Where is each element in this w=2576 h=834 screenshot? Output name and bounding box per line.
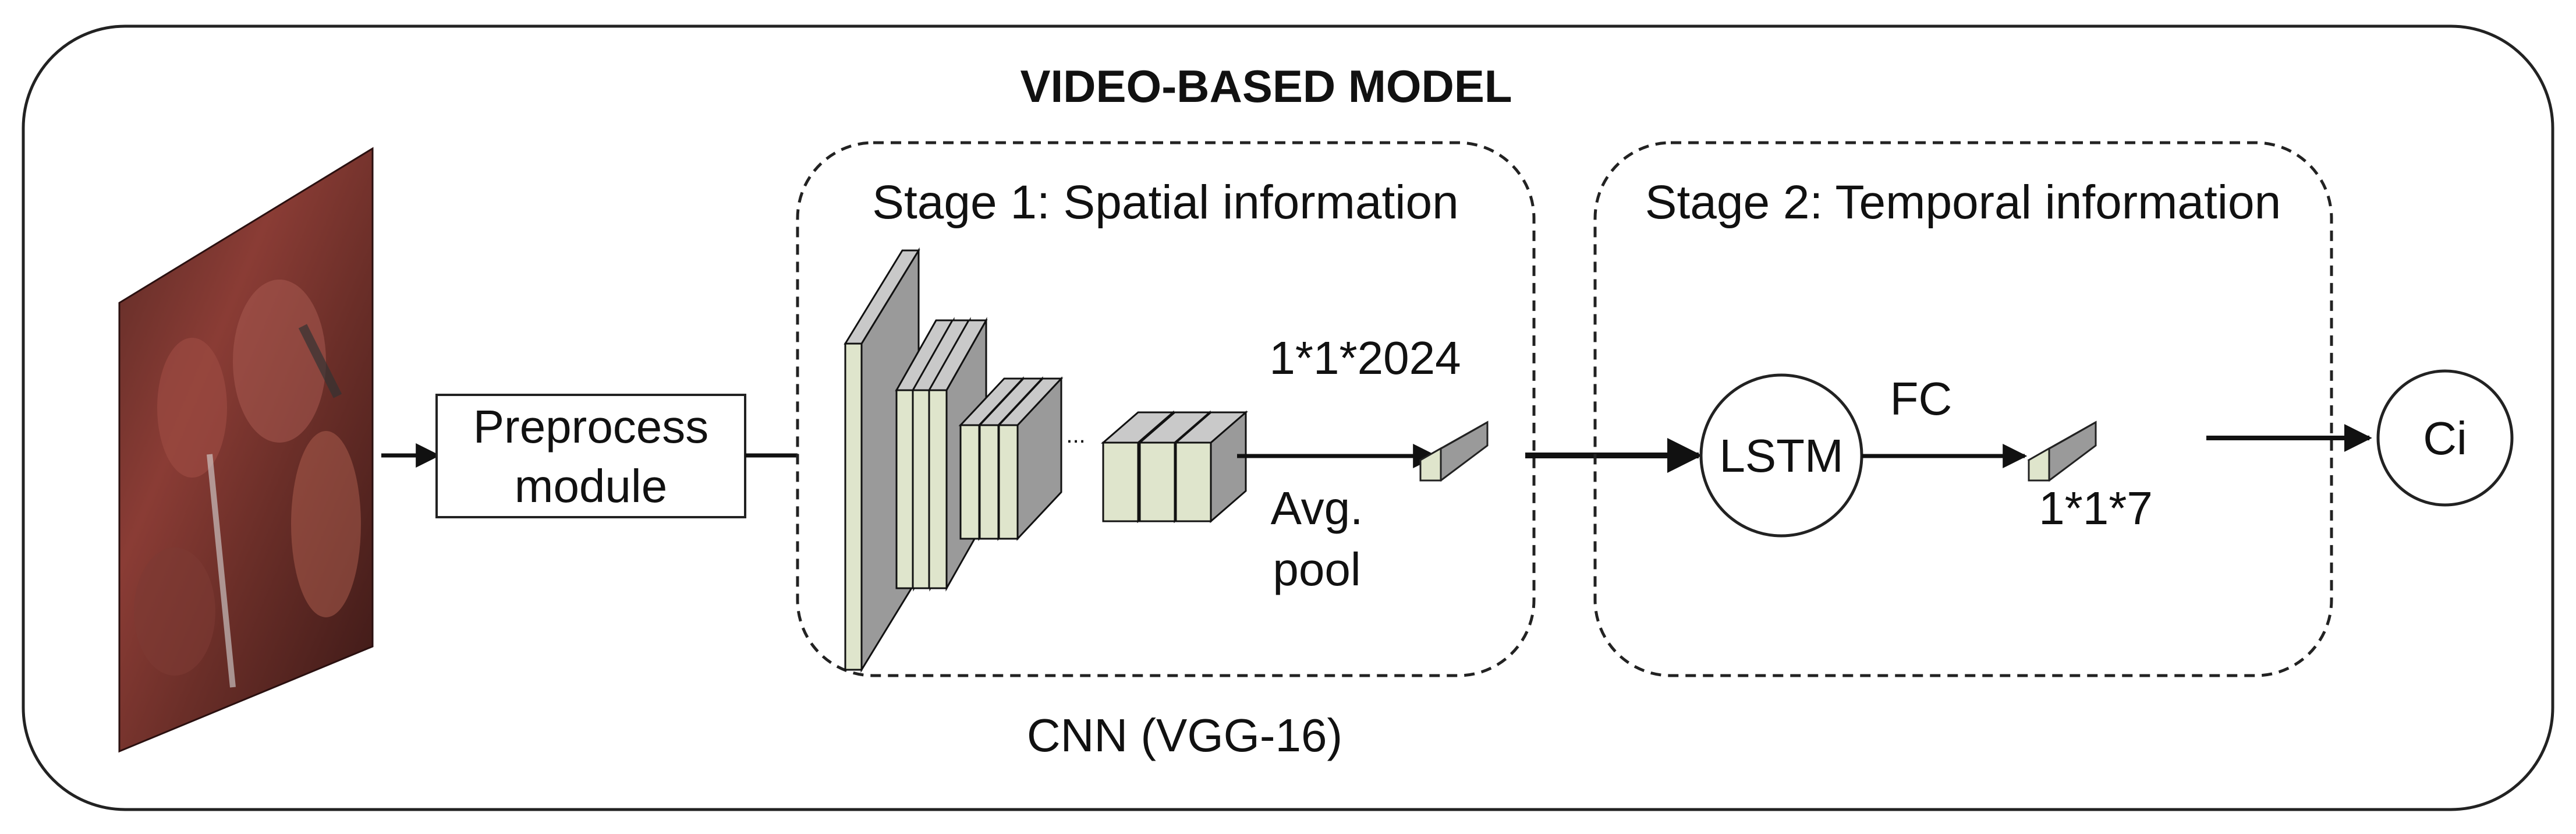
preprocess-module: Preprocess module: [435, 394, 746, 518]
cnn-layers: [844, 247, 1249, 673]
output-node: Ci: [2376, 369, 2514, 507]
output-size-label: 1*1*7: [2039, 482, 2153, 534]
diagram-title: VIDEO-BASED MODEL: [1020, 61, 1512, 112]
lstm-label: LSTM: [1719, 430, 1843, 482]
input-video-frame: [118, 147, 374, 753]
cnn-caption: CNN (VGG-16): [1027, 709, 1342, 761]
stage1-label: Stage 1: Spatial information: [872, 176, 1458, 229]
feature-size-label: 1*1*2024: [1269, 332, 1461, 384]
avg-pool-label-line2: pool: [1273, 543, 1360, 595]
cnn-layer-block: [1173, 410, 1249, 524]
avg-pool-label-line1: Avg.: [1271, 482, 1363, 534]
cnn-ellipsis: ...: [1066, 422, 1085, 448]
stage2-box: [1593, 141, 2333, 677]
outer-frame: [22, 24, 2554, 811]
lstm-node: LSTM: [1699, 373, 1863, 538]
output-label: Ci: [2423, 412, 2467, 464]
preprocess-label-line1: Preprocess: [473, 401, 709, 453]
pooled-feature-vector: [1419, 420, 1489, 482]
preprocess-label-line2: module: [515, 460, 667, 512]
fc-label: FC: [1890, 373, 1953, 425]
stage1-box: [796, 141, 1536, 677]
stage2-label: Stage 2: Temporal information: [1645, 176, 2281, 229]
fc-output-vector: [2027, 420, 2097, 482]
cnn-layer-block: [997, 376, 1064, 541]
